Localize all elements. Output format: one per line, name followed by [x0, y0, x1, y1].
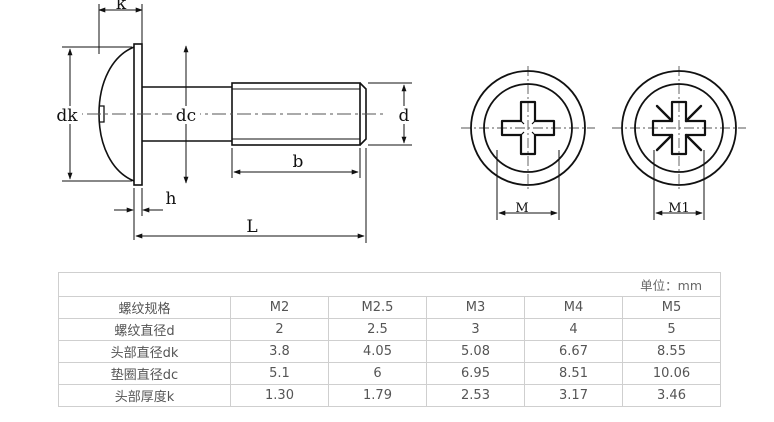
table-cell: M3 [426, 296, 525, 319]
spec-table: 单位：mm 螺纹规格 M2 M2.5 M3 M4 M5 螺纹直径d 2 2.5 … [58, 272, 721, 407]
table-cell: M2.5 [328, 296, 427, 319]
row-label: 头部厚度k [58, 384, 231, 407]
table-cell: 5 [622, 318, 721, 341]
table-cell: 3.8 [230, 340, 329, 363]
label-M1: M1 [668, 201, 690, 216]
table-cell: 8.55 [622, 340, 721, 363]
table-row: 头部厚度k 1.30 1.79 2.53 3.17 3.46 [58, 384, 721, 407]
pozidriv-head-view [612, 66, 746, 220]
table-cell: M2 [230, 296, 329, 319]
unit-row: 单位：mm [58, 272, 721, 297]
table-cell: 6 [328, 362, 427, 385]
row-label: 螺纹规格 [58, 296, 231, 319]
row-label: 螺纹直径d [58, 318, 231, 341]
table-cell: 5.1 [230, 362, 329, 385]
phillips-head-view [461, 66, 595, 220]
label-h: h [166, 189, 177, 209]
label-M: M [515, 201, 528, 216]
table-header-row: 螺纹规格 M2 M2.5 M3 M4 M5 [58, 296, 721, 319]
table-cell: M5 [622, 296, 721, 319]
label-k: k [116, 0, 127, 14]
table-cell: 3.46 [622, 384, 721, 407]
table-cell: 8.51 [524, 362, 623, 385]
table-row: 头部直径dk 3.8 4.05 5.08 6.67 8.55 [58, 340, 721, 363]
table-cell: 10.06 [622, 362, 721, 385]
dimension-lines [62, 4, 412, 243]
table-row: 螺纹直径d 2 2.5 3 4 5 [58, 318, 721, 341]
washer-flange [133, 43, 143, 186]
label-b: b [293, 152, 304, 172]
screw-technical-drawing: k dk dc d b h L M M1 [52, 0, 746, 243]
table-row: 垫圈直径dc 5.1 6 6.95 8.51 10.06 [58, 362, 721, 385]
table-cell: 2.53 [426, 384, 525, 407]
table-cell: 3 [426, 318, 525, 341]
table-cell: 1.79 [328, 384, 427, 407]
table-cell: 5.08 [426, 340, 525, 363]
row-label: 垫圈直径dc [58, 362, 231, 385]
table-cell: 2.5 [328, 318, 427, 341]
table-cell: M4 [524, 296, 623, 319]
label-dc: dc [176, 106, 196, 126]
table-cell: 4 [524, 318, 623, 341]
table-cell: 2 [230, 318, 329, 341]
label-d: d [399, 106, 410, 126]
label-L: L [246, 217, 257, 237]
head-slot [99, 105, 105, 123]
table-cell: 6.67 [524, 340, 623, 363]
unit-label: 单位：mm [58, 272, 721, 297]
dimension-labels: k dk dc d b h L M M1 [52, 0, 690, 237]
table-cell: 3.17 [524, 384, 623, 407]
table-cell: 4.05 [328, 340, 427, 363]
table-cell: 1.30 [230, 384, 329, 407]
table-cell: 6.95 [426, 362, 525, 385]
row-label: 头部直径dk [58, 340, 231, 363]
label-dk: dk [56, 106, 78, 126]
